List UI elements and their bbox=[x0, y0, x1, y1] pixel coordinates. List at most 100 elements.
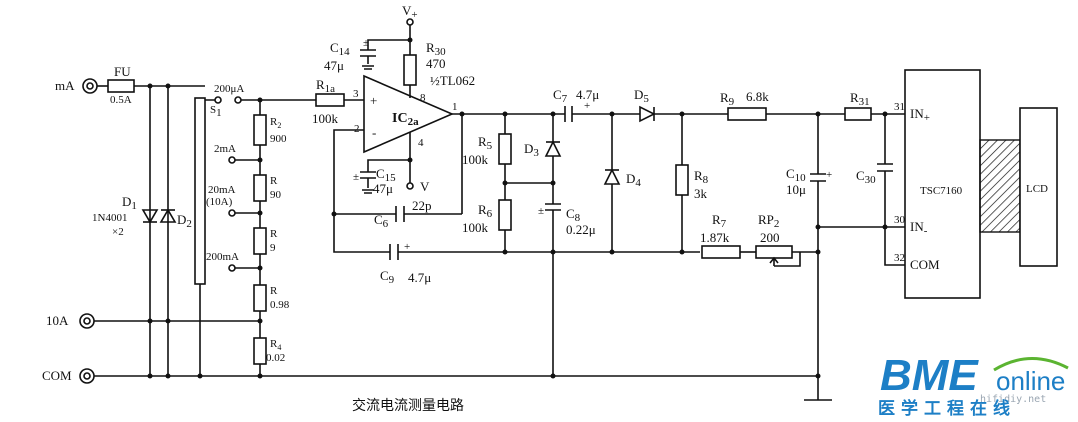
shunt-r4 bbox=[253, 337, 267, 365]
r6-value: 100k bbox=[462, 220, 489, 235]
r6-name: R6 bbox=[478, 202, 493, 220]
diode-d2 bbox=[159, 208, 177, 223]
terminal-10a-label: 10A bbox=[46, 313, 69, 328]
diode-d5 bbox=[639, 105, 656, 123]
chip-in-minus: IN- bbox=[910, 219, 928, 237]
d4-name: D4 bbox=[626, 171, 641, 189]
logo-bme: BME bbox=[880, 351, 979, 400]
c6-value: 22p bbox=[412, 198, 432, 213]
shunt-r9 bbox=[253, 227, 267, 255]
c8-name: C8 bbox=[566, 206, 581, 224]
shunt-4-value: 0.02 bbox=[266, 352, 285, 364]
c15-value: 47μ bbox=[373, 181, 393, 196]
r9-value: 6.8k bbox=[746, 89, 769, 104]
shunt-0-value: 900 bbox=[270, 133, 287, 145]
shunt-0-name: R2 bbox=[270, 116, 281, 130]
resistor-r30 bbox=[403, 54, 417, 86]
r7-name: R7 bbox=[712, 212, 727, 230]
opamp-part: ½TL062 bbox=[430, 73, 475, 88]
c7-pol: + bbox=[584, 100, 590, 112]
shunt-1-name: R bbox=[270, 175, 278, 187]
rp2-name: RP2 bbox=[758, 212, 779, 230]
resistor-r5 bbox=[498, 133, 512, 165]
c7-value: 4.7μ bbox=[576, 87, 599, 102]
chip-name: TSC7160 bbox=[920, 185, 963, 197]
range-200ma: 200mA bbox=[206, 251, 239, 263]
chip-com: COM bbox=[910, 257, 940, 272]
shunt-1-value: 90 bbox=[270, 189, 282, 201]
opamp-ic2a bbox=[363, 74, 455, 154]
range-200ua: 200μA bbox=[214, 83, 244, 95]
vminus-label: V bbox=[420, 179, 430, 194]
d3-name: D3 bbox=[524, 141, 539, 159]
opamp-pin8: 8 bbox=[420, 92, 426, 104]
c15-pol: ± bbox=[353, 171, 359, 183]
c30-name: C30 bbox=[856, 168, 876, 186]
chip-pin30: 30 bbox=[894, 214, 906, 226]
r1a-name: R1a bbox=[316, 77, 335, 95]
c10-value: 10μ bbox=[786, 182, 806, 197]
lcd-display bbox=[1019, 107, 1058, 267]
r9-name: R9 bbox=[720, 90, 735, 108]
shunt-3-name: R bbox=[270, 285, 278, 297]
opamp-pin3: 3 bbox=[353, 88, 359, 100]
r5-value: 100k bbox=[462, 152, 489, 167]
diode-d3 bbox=[544, 140, 562, 157]
range-20ma: 20mA bbox=[208, 184, 236, 196]
resistor-r8 bbox=[675, 164, 689, 196]
shunt-2-value: 9 bbox=[270, 242, 276, 254]
resistor-r9 bbox=[727, 107, 767, 121]
opamp-pin2: 2 bbox=[354, 123, 360, 135]
c8-value: 0.22μ bbox=[566, 222, 596, 237]
shunt-4-name: R4 bbox=[270, 338, 281, 352]
logo-online: online bbox=[996, 366, 1065, 396]
shunt-r098 bbox=[253, 284, 267, 312]
opamp-pin1: 1 bbox=[452, 101, 458, 113]
r7-value: 1.87k bbox=[700, 230, 730, 245]
resistor-r6 bbox=[498, 199, 512, 231]
chip-in-plus: IN+ bbox=[910, 106, 930, 124]
diode-d1 bbox=[141, 209, 159, 224]
rp2-value: 200 bbox=[760, 230, 780, 245]
r8-name: R8 bbox=[694, 168, 709, 186]
shunt-r90 bbox=[253, 174, 267, 202]
c9-pol: + bbox=[404, 241, 410, 253]
switch-s1 bbox=[194, 97, 206, 285]
c6-name: C6 bbox=[374, 212, 389, 230]
opamp-pin4: 4 bbox=[418, 137, 424, 149]
r31-name: R31 bbox=[850, 90, 870, 108]
c10-pol: + bbox=[826, 169, 832, 181]
opamp-plus: + bbox=[370, 93, 377, 108]
c15-name: C15 bbox=[376, 166, 396, 184]
c7-name: C7 bbox=[553, 87, 568, 105]
terminal-com bbox=[79, 368, 95, 384]
c8-pol: ± bbox=[538, 205, 544, 217]
c9-value: 4.7μ bbox=[408, 270, 431, 285]
adc-chip-tsc7160 bbox=[904, 69, 981, 299]
c9-name: C9 bbox=[380, 268, 395, 286]
terminal-ma bbox=[82, 78, 98, 94]
chip-pin31: 31 bbox=[894, 101, 905, 113]
r1a-value: 100k bbox=[312, 111, 339, 126]
shunt-2-name: R bbox=[270, 228, 278, 240]
terminal-ma-label: mA bbox=[55, 78, 75, 93]
logo-cn: 医学工程在线 bbox=[878, 398, 1016, 419]
shunt-r2 bbox=[253, 114, 267, 146]
c14-pol: ± bbox=[363, 37, 369, 49]
d1-qty: ×2 bbox=[112, 226, 124, 238]
d2-name: D2 bbox=[177, 212, 192, 230]
data-bus bbox=[979, 139, 1021, 233]
r5-name: R5 bbox=[478, 134, 493, 152]
opamp-name: IC2a bbox=[392, 111, 419, 128]
r8-value: 3k bbox=[694, 186, 708, 201]
chip-pin32: 32 bbox=[894, 252, 905, 264]
terminal-com-label: COM bbox=[42, 368, 72, 383]
lcd-label: LCD bbox=[1026, 183, 1048, 195]
range-2ma: 2mA bbox=[214, 143, 236, 155]
d5-name: D5 bbox=[634, 87, 649, 105]
logo-url: hifidiy.net bbox=[980, 394, 1046, 405]
c10-name: C10 bbox=[786, 166, 806, 184]
shunt-3-value: 0.98 bbox=[270, 299, 290, 311]
diagram-caption: 交流电流测量电路 bbox=[352, 397, 464, 414]
bme-online-logo: BME online hifidiy.net 医学工程在线 bbox=[878, 351, 1069, 419]
